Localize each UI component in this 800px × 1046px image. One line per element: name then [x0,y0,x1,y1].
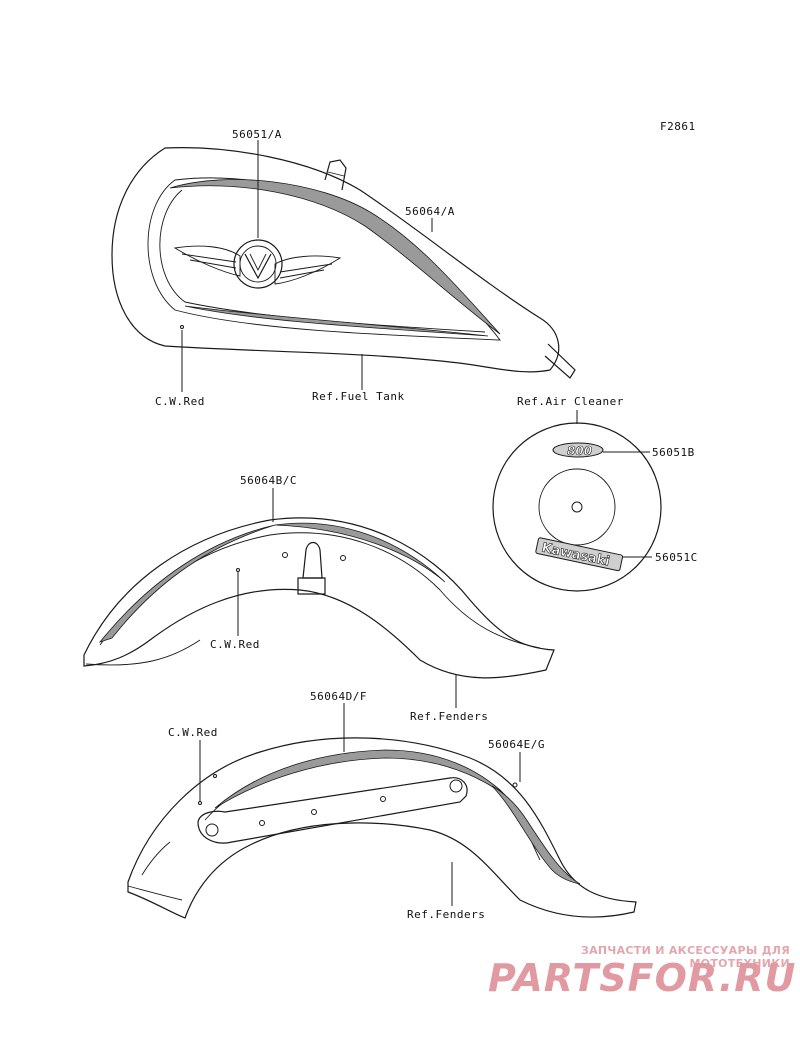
fuel-tank[interactable] [111,147,576,379]
front-fender[interactable] [83,517,555,679]
label-cw-red-rear[interactable]: C.W.Red [168,726,218,739]
air-cleaner-cover[interactable]: 800 Kawasaki [492,422,662,592]
label-cw-red-tank[interactable]: C.W.Red [155,395,205,408]
emblem-800: 800 [552,442,604,458]
label-ref-fenders-front[interactable]: Ref.Fenders [410,710,488,723]
label-cw-red-front[interactable]: C.W.Red [210,638,260,651]
emblem-800-text: 800 [567,444,592,458]
label-56051B[interactable]: 56051B [652,446,695,459]
watermark-logo: PARTSFOR.RU [488,956,797,1000]
rear-fender[interactable] [127,737,637,919]
emblem-kawasaki: Kawasaki [535,537,624,572]
figure-code: F2861 [660,120,696,133]
label-56064EG[interactable]: 56064E/G [488,738,545,751]
label-56064A[interactable]: 56064/A [405,205,455,218]
label-56051A[interactable]: 56051/A [232,128,282,141]
label-56051C[interactable]: 56051C [655,551,698,564]
watermark-tagline: ЗАПЧАСТИ И АКСЕССУАРЫ ДЛЯ МОТОТЕХНИКИ [580,944,790,970]
label-ref-fenders-rear[interactable]: Ref.Fenders [407,908,485,921]
label-56064BC[interactable]: 56064B/C [240,474,297,487]
label-ref-air-cleaner[interactable]: Ref.Air Cleaner [517,395,624,408]
label-ref-fuel-tank[interactable]: Ref.Fuel Tank [312,390,405,403]
label-56064DF[interactable]: 56064D/F [310,690,367,703]
